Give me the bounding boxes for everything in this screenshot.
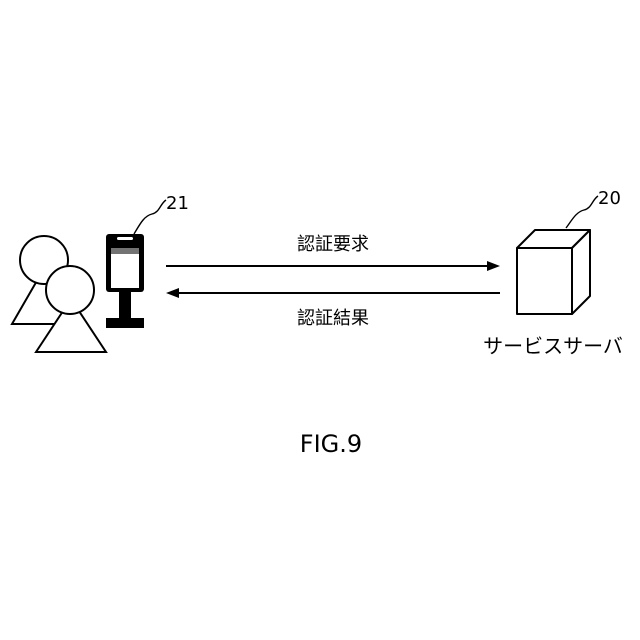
server-icon [517, 230, 590, 314]
server-ref-leader [566, 196, 598, 228]
result-label: 認証結果 [297, 308, 369, 329]
figure-caption: FIG.9 [300, 430, 362, 458]
server-ref-number: 20 [598, 188, 621, 209]
request-label: 認証要求 [297, 234, 369, 255]
terminal-ref-number: 21 [166, 193, 189, 214]
request-arrow [166, 261, 500, 271]
server-label: サービスサーバ [483, 334, 623, 358]
terminal-icon [106, 234, 144, 328]
result-arrow [166, 288, 500, 298]
users-icon [12, 236, 106, 352]
terminal-ref-leader [134, 200, 166, 234]
